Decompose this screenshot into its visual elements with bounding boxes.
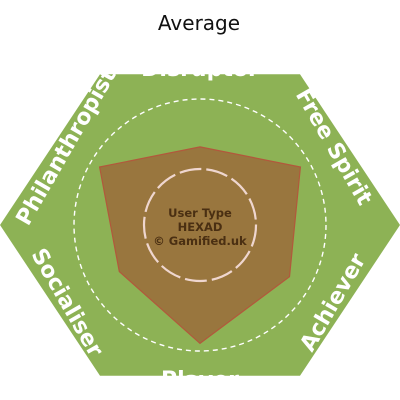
inner-ring xyxy=(142,167,258,283)
center-text-line-1: User Type xyxy=(168,206,232,220)
outer-guide-ring xyxy=(73,98,327,352)
data-polygon xyxy=(98,146,302,345)
center-text-line-2: HEXAD xyxy=(178,220,223,234)
axis-label-player: Player xyxy=(161,368,239,393)
center-text-line-3: © Gamified.uk xyxy=(153,234,247,248)
chart-title: Average xyxy=(158,11,240,35)
axis-label-disruptor: Disruptor xyxy=(141,57,259,82)
